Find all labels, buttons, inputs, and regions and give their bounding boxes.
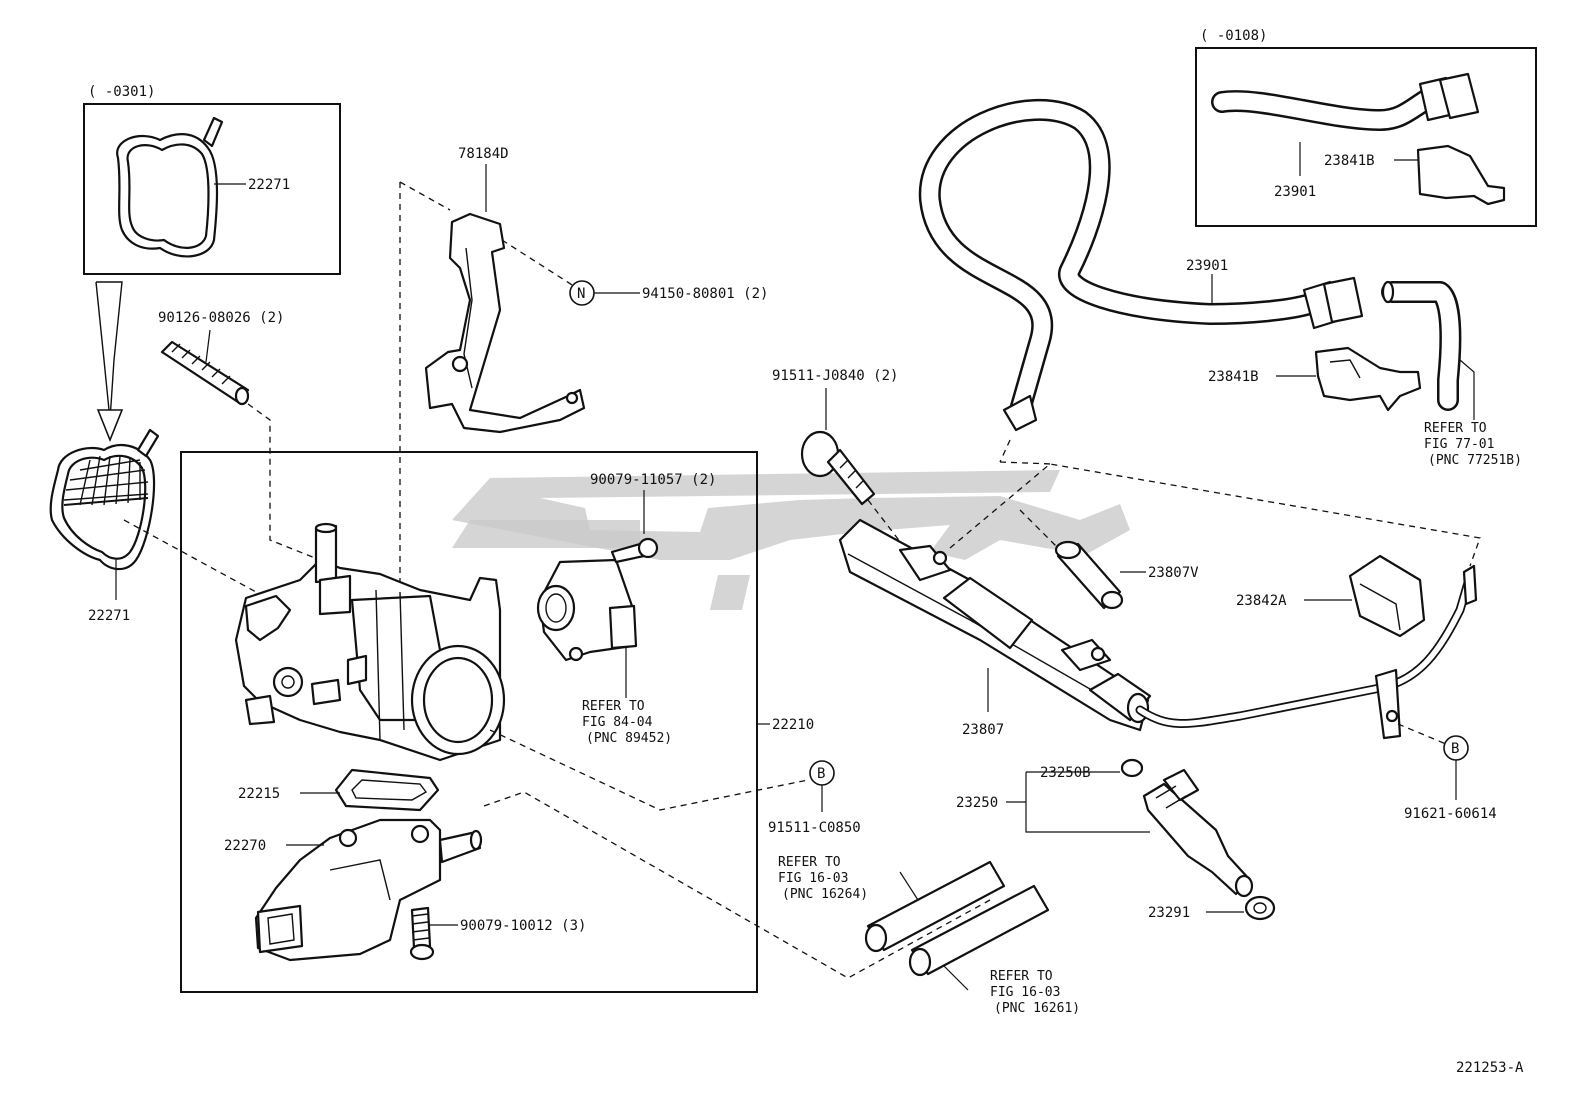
label-fig16a-2: FIG 16-03 bbox=[778, 871, 848, 886]
inset-hose-label: 23901 bbox=[1274, 184, 1316, 200]
label-bolt-b: 91511-C0850 bbox=[768, 820, 861, 836]
arrow-to-gasket bbox=[95, 281, 124, 443]
label-delivery-pipe: 23807 bbox=[962, 722, 1004, 738]
gasket-22271: 22271 bbox=[49, 428, 160, 624]
bolt-91511-c0850: B 91511-C0850 bbox=[768, 760, 861, 836]
label-clip-main: 23841B bbox=[1208, 369, 1259, 385]
clip-23841b: 23841B bbox=[1208, 346, 1422, 412]
nut-94150: N 94150-80801 (2) bbox=[569, 280, 768, 306]
label-iac: 22270 bbox=[224, 838, 266, 854]
label-bracket: 78184D bbox=[458, 146, 509, 162]
dash-stud bbox=[247, 403, 321, 561]
inset-top-left: ( -0301) 22271 bbox=[83, 84, 341, 275]
damper-23807v: 23807V bbox=[1054, 540, 1199, 610]
label-hose-main: 23901 bbox=[1186, 258, 1228, 274]
label-nut: 94150-80801 (2) bbox=[642, 286, 768, 302]
bracket-78184d: 78184D bbox=[424, 146, 586, 434]
bolt-91511-j0840: 91511-J0840 (2) bbox=[772, 368, 898, 506]
dash-hose-end bbox=[999, 461, 1053, 465]
dash-body-to-b bbox=[489, 729, 809, 811]
delivery-pipe-23807: 23807 bbox=[838, 518, 1152, 738]
label-insulator: 23291 bbox=[1148, 905, 1190, 921]
injector-23250: 23250B 23250 bbox=[956, 758, 1254, 898]
bolt-b-symbol: B bbox=[817, 766, 825, 782]
iac-valve-22270: 22270 bbox=[224, 818, 483, 962]
bolt-91621-60614: B 91621-60614 bbox=[1397, 723, 1497, 822]
watermark-logo bbox=[452, 470, 1130, 610]
hose-77-01: REFER TO FIG 77-01 (PNC 77251B) bbox=[1381, 280, 1522, 468]
label-screw-sensor: 90079-11057 (2) bbox=[590, 472, 716, 488]
label-fig16a-3: (PNC 16264) bbox=[782, 887, 868, 902]
label-throttle-body: 22210 bbox=[772, 717, 814, 733]
label-fig16a-1: REFER TO bbox=[778, 855, 841, 870]
throttle-body-22210 bbox=[234, 522, 506, 762]
throttle-body-frame bbox=[180, 451, 758, 993]
dash-iac-hoses bbox=[483, 791, 991, 979]
inset-clip-label: 23841B bbox=[1324, 153, 1375, 169]
sensor-89452: REFER TO FIG 84-04 (PNC 89452) bbox=[536, 558, 672, 746]
label-sensor-ref-2: FIG 84-04 bbox=[582, 715, 653, 730]
label-bolt-b2: 91621-60614 bbox=[1404, 806, 1497, 822]
label-fig77-1: REFER TO bbox=[1424, 421, 1487, 436]
label-stud: 90126-08026 (2) bbox=[158, 310, 284, 326]
label-inset-gasket: 22271 bbox=[248, 177, 290, 193]
clamp-23842a: 23842A bbox=[1236, 554, 1426, 638]
label-oring: 23250B bbox=[1040, 765, 1091, 781]
dash-damper bbox=[1019, 509, 1059, 549]
label-fig16b-3: (PNC 16261) bbox=[994, 1001, 1080, 1016]
inset-top-left-frame bbox=[83, 103, 341, 275]
label-clamp: 23842A bbox=[1236, 593, 1287, 609]
inset-top-right: ( -0108) 23901 23841B bbox=[1195, 28, 1537, 227]
fuel-pipe bbox=[1135, 564, 1478, 740]
sheet-id: 221253-A bbox=[1456, 1060, 1524, 1076]
label-sensor-ref-1: REFER TO bbox=[582, 699, 645, 714]
gasket-22215: 22215 bbox=[238, 768, 440, 812]
inset-gasket-tab bbox=[202, 116, 224, 148]
inset-top-left-code: ( -0301) bbox=[88, 84, 155, 100]
label-gasket-iac: 22215 bbox=[238, 786, 280, 802]
label-fig16b-2: FIG 16-03 bbox=[990, 985, 1060, 1000]
nut-symbol: N bbox=[577, 286, 585, 302]
insulator-23291: 23291 bbox=[1148, 895, 1276, 921]
label-injector: 23250 bbox=[956, 795, 998, 811]
inset-gasket-inner bbox=[126, 143, 210, 249]
label-fig77-3: (PNC 77251B) bbox=[1428, 453, 1522, 468]
label-screw-iac: 90079-10012 (3) bbox=[460, 918, 586, 934]
dash-hose-tip bbox=[999, 439, 1011, 463]
dash-bracket-left bbox=[399, 181, 451, 211]
label-fig77-2: FIG 77-01 bbox=[1424, 437, 1494, 452]
dash-bracket-nut bbox=[501, 239, 581, 291]
label-damper: 23807V bbox=[1148, 565, 1199, 581]
screw-90079-11057: 90079-11057 (2) bbox=[590, 472, 716, 564]
label-sensor-ref-3: (PNC 89452) bbox=[586, 731, 672, 746]
screw-90079-10012: 90079-10012 (3) bbox=[409, 906, 586, 961]
hoses-16-03: REFER TO FIG 16-03 (PNC 16264) REFER TO … bbox=[778, 855, 1080, 1016]
stud-90126: 90126-08026 (2) bbox=[158, 310, 284, 406]
label-fig16b-1: REFER TO bbox=[990, 969, 1053, 984]
hose-23901: 23901 bbox=[918, 99, 1364, 432]
bolt-b2-symbol: B bbox=[1451, 741, 1459, 757]
inset-top-right-frame bbox=[1195, 47, 1537, 227]
inset-top-right-code: ( -0108) bbox=[1200, 28, 1267, 44]
label-bolt-rail: 91511-J0840 (2) bbox=[772, 368, 898, 384]
dash-gasket-to-body bbox=[123, 519, 257, 593]
label-gasket-main: 22271 bbox=[88, 608, 130, 624]
